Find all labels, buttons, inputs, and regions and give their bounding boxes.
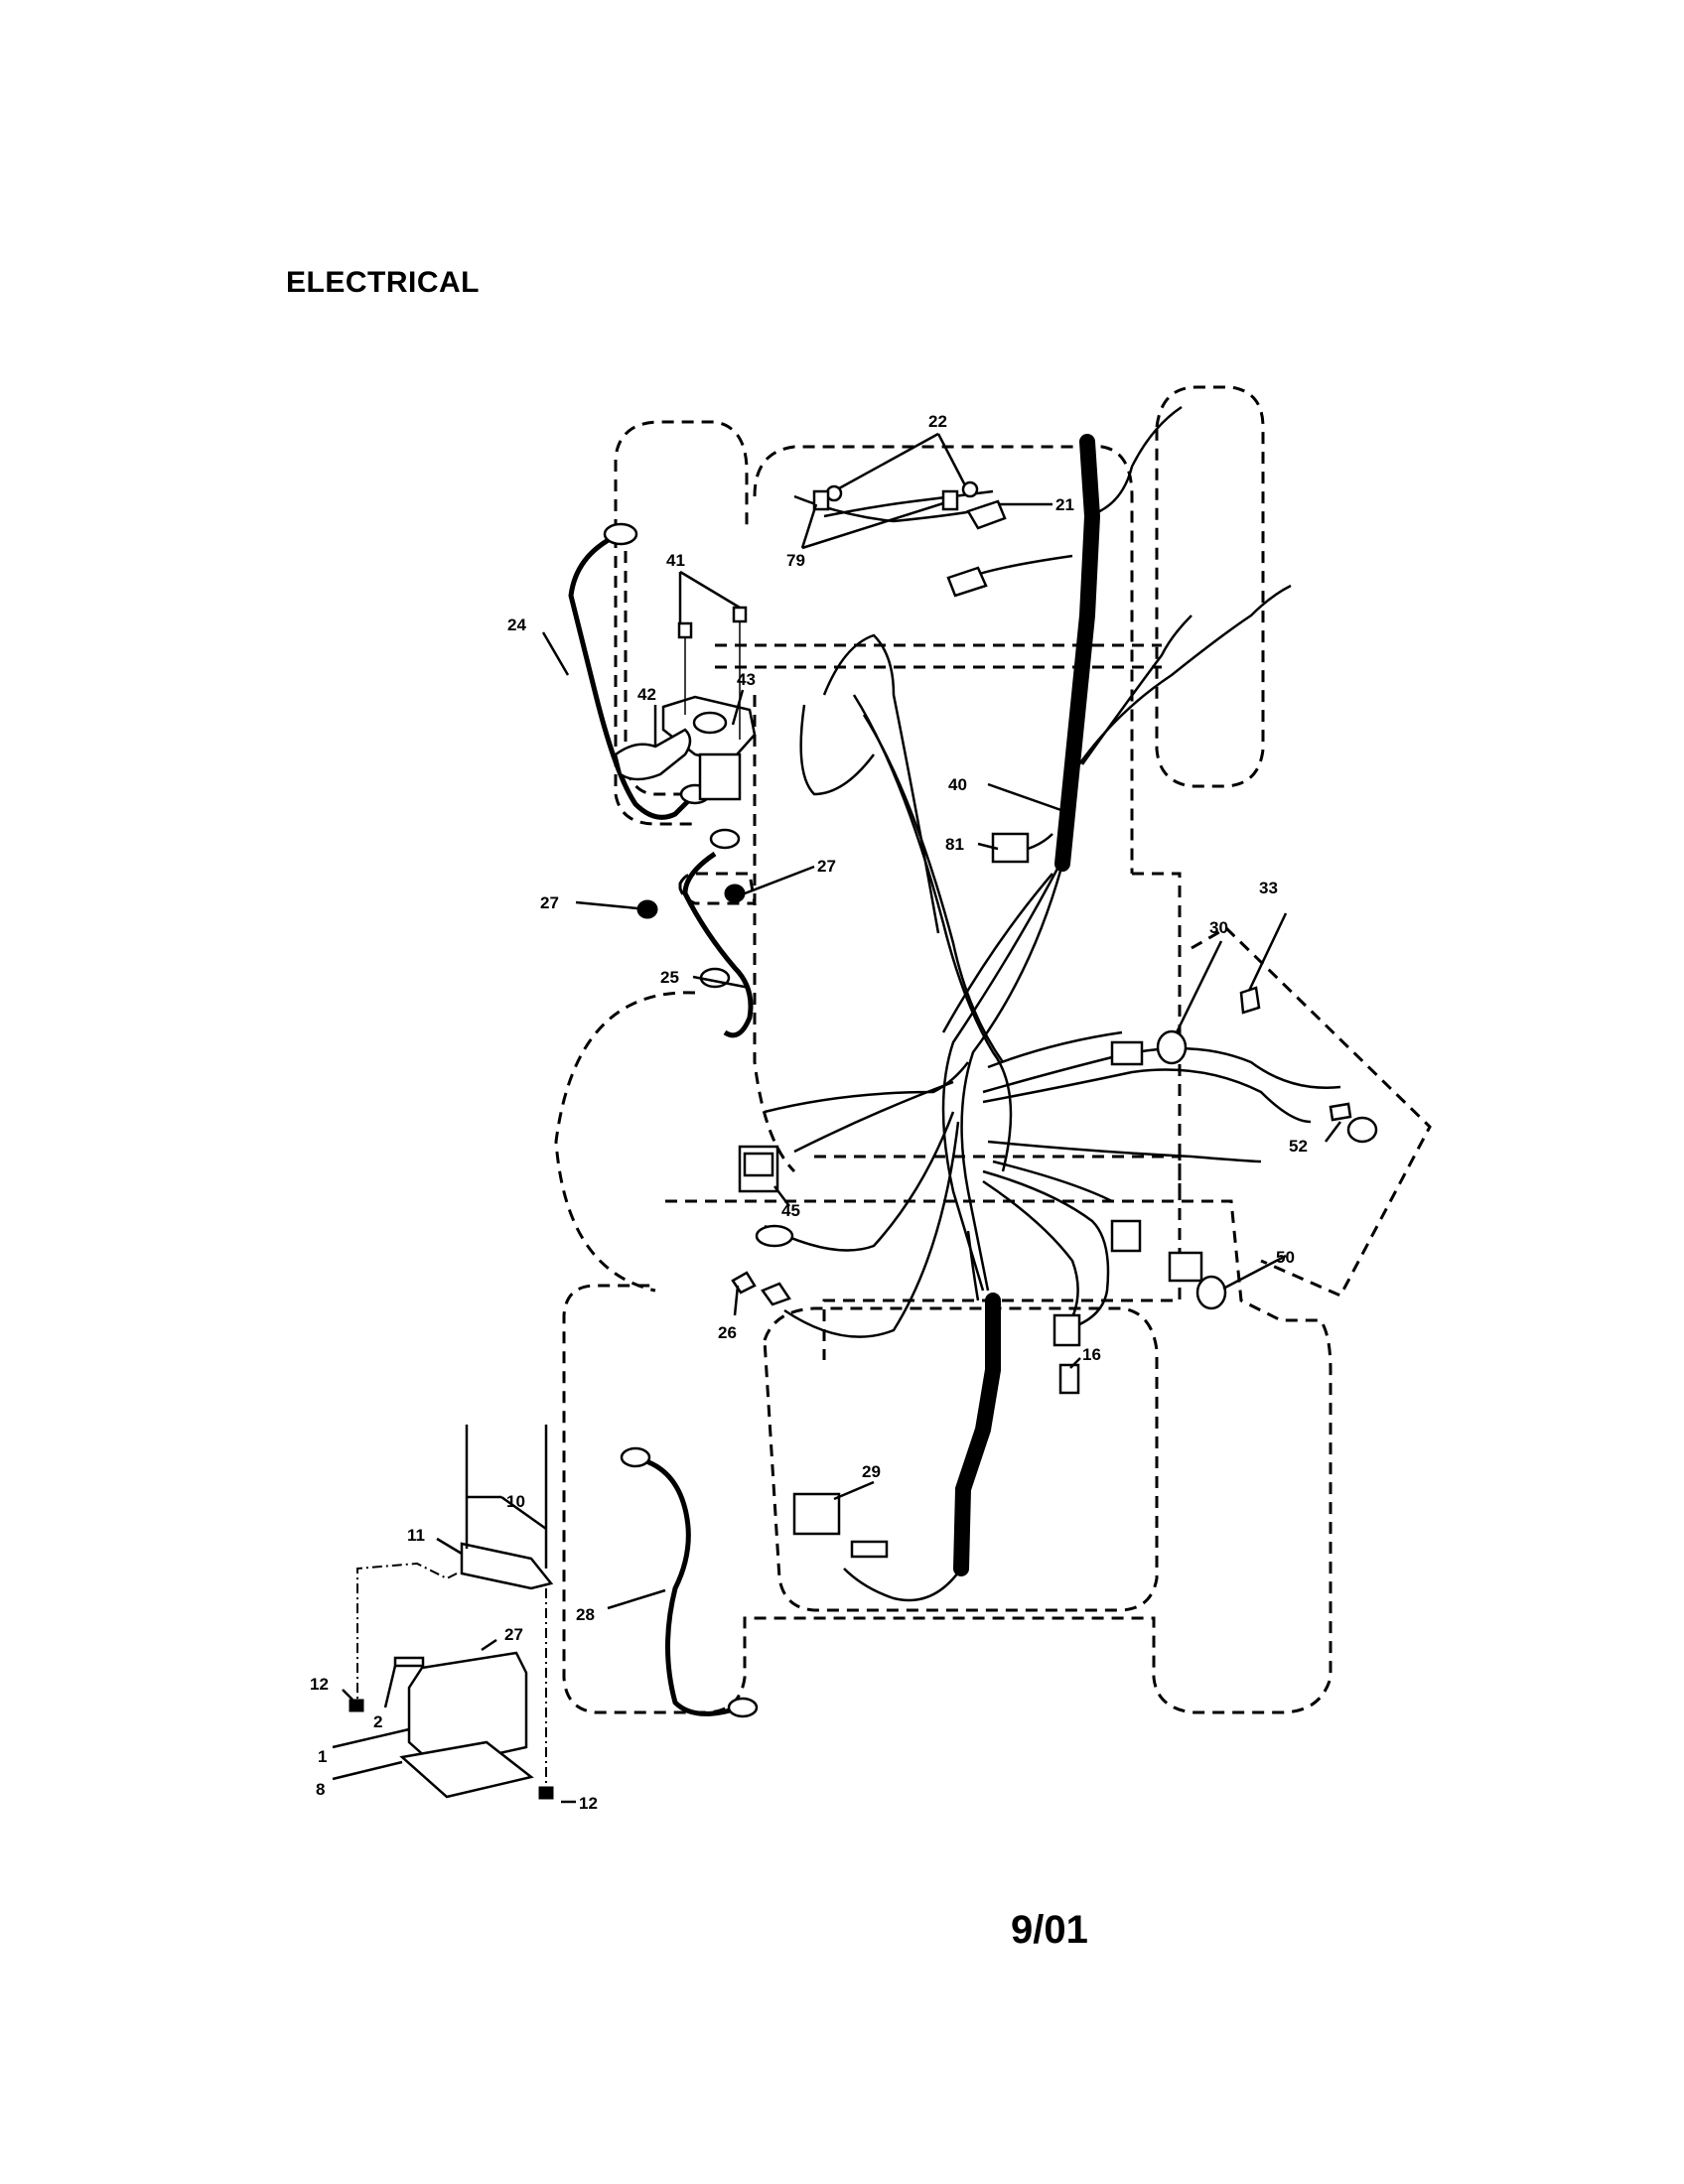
ignition-switch <box>1156 1029 1188 1065</box>
harness-conduit-front <box>1054 434 1101 872</box>
screw <box>393 1656 425 1668</box>
callout-45: 45 <box>781 1201 800 1220</box>
callout-29: 29 <box>862 1462 881 1481</box>
nut <box>538 1786 554 1800</box>
ring-terminal <box>727 1697 759 1718</box>
terminal-26 <box>731 1271 757 1295</box>
rear-left-fender <box>554 991 696 1293</box>
battery-tray <box>399 1740 534 1799</box>
callout-11: 11 <box>407 1526 425 1545</box>
callout-21: 21 <box>1055 495 1074 514</box>
callout-16: 16 <box>1082 1345 1101 1364</box>
callout-labels: 22 21 79 41 24 42 43 40 81 27 27 25 33 3… <box>310 412 1308 1813</box>
headlight-connector <box>966 499 1007 530</box>
nut <box>636 899 658 919</box>
callout-30: 30 <box>1209 918 1228 937</box>
callout-1: 1 <box>318 1747 327 1766</box>
cable-28 <box>639 1456 741 1716</box>
callout-26: 26 <box>718 1323 737 1342</box>
terminal-boot <box>614 728 692 781</box>
callout-27-left: 27 <box>540 893 559 912</box>
relay <box>991 832 1030 864</box>
callout-28: 28 <box>576 1605 595 1624</box>
callout-27-battery: 27 <box>504 1625 523 1644</box>
parts <box>349 480 1378 1800</box>
callout-40: 40 <box>948 775 967 794</box>
callout-10: 10 <box>506 1492 525 1511</box>
bulb-52 <box>1329 1102 1352 1122</box>
front-right-wheel <box>1155 385 1265 788</box>
callout-42: 42 <box>637 685 656 704</box>
callout-27-right: 27 <box>817 857 836 876</box>
front-axle <box>715 643 1162 669</box>
callout-79: 79 <box>786 551 805 570</box>
cable-24 <box>568 533 697 820</box>
seat-area <box>814 1155 1182 1360</box>
frame-left <box>753 695 796 1173</box>
switch-50 <box>1168 1251 1203 1283</box>
callout-43: 43 <box>737 670 756 689</box>
tractor-outline <box>554 385 1432 1714</box>
rear-body <box>562 1199 1333 1714</box>
callout-25: 25 <box>660 968 679 987</box>
nut <box>724 884 746 903</box>
callout-81: 81 <box>945 835 964 854</box>
callout-22: 22 <box>928 412 947 431</box>
callout-41: 41 <box>666 551 685 570</box>
leader-lines <box>332 432 1341 1804</box>
callout-8: 8 <box>316 1780 325 1799</box>
date-code: 9/01 <box>1011 1908 1088 1952</box>
callout-33: 33 <box>1259 879 1278 897</box>
callout-52: 52 <box>1289 1137 1308 1156</box>
cable-25 <box>682 851 754 1038</box>
seat-frame <box>763 1306 1159 1612</box>
cables <box>568 533 754 1716</box>
ring-terminal <box>709 828 741 850</box>
nut <box>349 1699 364 1712</box>
hold-down-bracket <box>460 1542 554 1590</box>
callout-2: 2 <box>373 1712 382 1731</box>
front-left-wheel <box>614 420 749 531</box>
seat-switch <box>792 1492 841 1536</box>
harness-conduit-rear <box>953 1293 1001 1576</box>
ring-terminal <box>755 1224 794 1248</box>
callout-24: 24 <box>507 615 526 634</box>
hood-outline <box>753 445 1134 874</box>
frame-right <box>1132 872 1182 1201</box>
callout-12-right: 12 <box>579 1794 598 1813</box>
page-title: ELECTRICAL <box>286 266 480 299</box>
switch-33 <box>1239 986 1261 1015</box>
ring-terminal <box>603 522 638 546</box>
dash-panel <box>1191 926 1432 1297</box>
battery <box>407 1651 528 1769</box>
callout-12-left: 12 <box>310 1675 329 1694</box>
callout-50: 50 <box>1276 1248 1295 1267</box>
connector-16 <box>1058 1363 1080 1395</box>
ring-terminal <box>620 1446 651 1468</box>
